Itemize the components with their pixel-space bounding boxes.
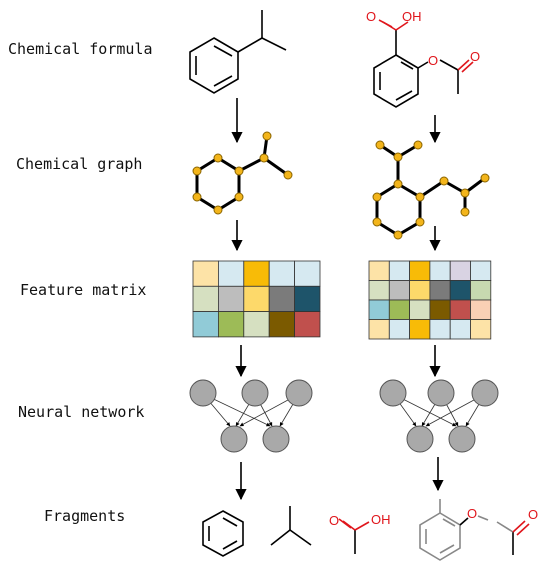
row-label-chemical-graph: Chemical graph (16, 155, 143, 173)
fragment-phenoxy (419, 499, 489, 561)
matrix-left-cell-0-2 (243, 260, 270, 287)
matrix-left-cell-2-0 (192, 311, 219, 338)
atom-label-carboxyl-oh: OH (371, 512, 391, 527)
matrix-left-cell-1-3 (268, 285, 296, 312)
feature-matrix-left (192, 260, 321, 338)
neural-network-right (379, 379, 499, 453)
atom-label-aspirin-oh: OH (402, 9, 422, 24)
fragment-carboxyl (338, 518, 370, 554)
matrix-left-cell-1-1 (217, 285, 245, 312)
matrix-left-cell-1-0 (192, 285, 219, 312)
matrix-right-cell-3-1 (388, 319, 410, 340)
matrix-right-cell-2-0 (368, 299, 390, 320)
matrix-right-cell-0-5 (470, 260, 492, 281)
matrix-right-cell-2-1 (388, 299, 410, 320)
matrix-left-cell-1-4 (294, 285, 321, 312)
matrix-right-cell-1-1 (388, 280, 410, 301)
matrix-left-cell-2-1 (217, 311, 245, 338)
atom-label-carboxyl-o: O (329, 513, 339, 528)
matrix-right-cell-3-5 (470, 319, 492, 340)
matrix-left-cell-0-0 (192, 260, 219, 287)
matrix-right-cell-2-5 (470, 299, 492, 320)
matrix-right-cell-0-4 (449, 260, 471, 281)
matrix-right-cell-0-0 (368, 260, 390, 281)
matrix-right-cell-1-3 (429, 280, 451, 301)
matrix-left-cell-0-1 (217, 260, 245, 287)
matrix-left-cell-2-3 (268, 311, 296, 338)
matrix-right-cell-3-4 (449, 319, 471, 340)
matrix-right-cell-2-2 (409, 299, 431, 320)
matrix-right-cell-1-0 (368, 280, 390, 301)
row-label-fragments: Fragments (44, 507, 126, 525)
neural-network-left (189, 379, 313, 453)
matrix-left-cell-0-4 (294, 260, 321, 287)
matrix-left-cell-2-2 (243, 311, 270, 338)
fragment-benzene (202, 510, 244, 557)
cumene-structure (189, 10, 287, 94)
fragment-acetyl (496, 520, 530, 555)
matrix-right-cell-0-2 (409, 260, 431, 281)
matrix-right-cell-1-5 (470, 280, 492, 301)
matrix-right-cell-3-0 (368, 319, 390, 340)
atom-label-phenoxy-o: O (467, 506, 477, 521)
row-label-feature-matrix: Feature matrix (20, 281, 147, 299)
atom-label-aspirin-o3: O (470, 49, 480, 64)
matrix-right-cell-2-3 (429, 299, 451, 320)
matrix-left-cell-2-4 (294, 311, 321, 338)
matrix-right-cell-3-2 (409, 319, 431, 340)
matrix-right-cell-0-1 (388, 260, 410, 281)
matrix-left-cell-0-3 (268, 260, 296, 287)
graph-left (192, 131, 293, 215)
aspirin-structure (373, 19, 474, 108)
feature-matrix-right (368, 260, 492, 340)
matrix-right-cell-0-3 (429, 260, 451, 281)
atom-label-aspirin-o1: O (366, 9, 376, 24)
matrix-right-cell-3-3 (429, 319, 451, 340)
matrix-right-cell-1-2 (409, 280, 431, 301)
matrix-right-cell-2-4 (449, 299, 471, 320)
row-label-neural-network: Neural network (18, 403, 145, 421)
atom-label-acetyl-o: O (528, 507, 538, 522)
fragment-isopropyl (270, 506, 312, 546)
row-label-chemical-formula: Chemical formula (8, 40, 153, 58)
graph-right (372, 140, 490, 240)
matrix-right-cell-1-4 (449, 280, 471, 301)
atom-label-aspirin-o2: O (428, 53, 438, 68)
matrix-left-cell-1-2 (243, 285, 270, 312)
